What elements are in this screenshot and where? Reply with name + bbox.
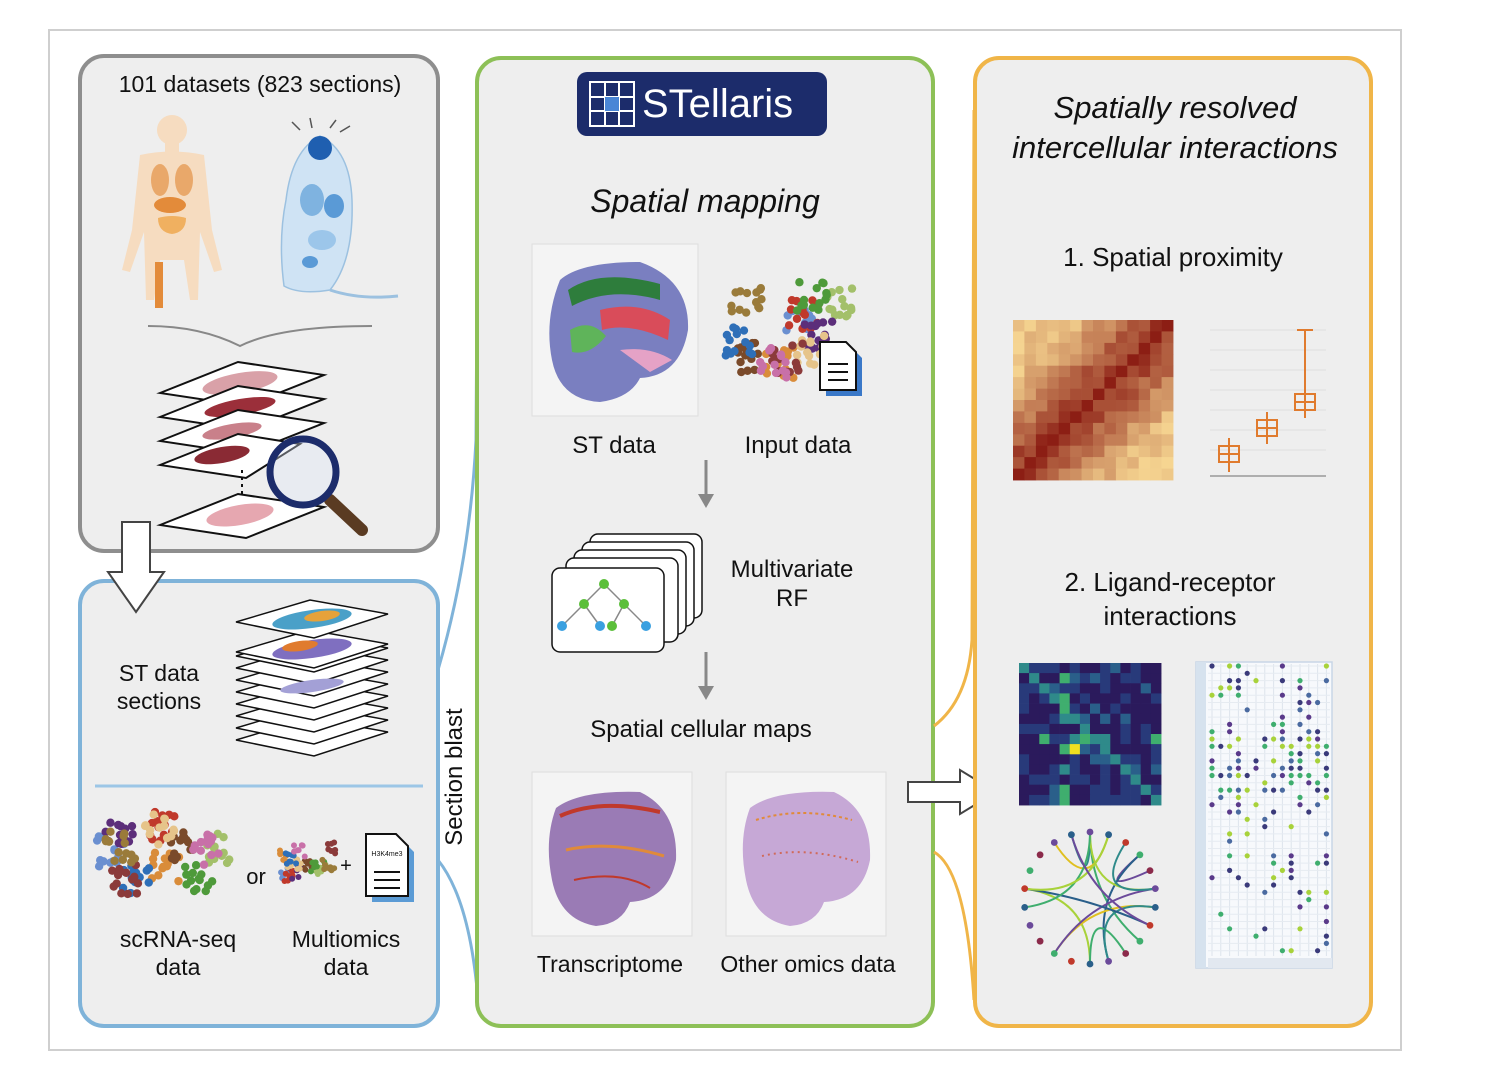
or-label: or	[246, 864, 266, 889]
ligand-receptor-dotplot	[1195, 661, 1333, 969]
st-sections-line2: sections	[116, 687, 202, 714]
section-blast-label: Section blast	[441, 708, 468, 846]
ligand-receptor-line2: interactions	[1103, 600, 1237, 631]
multiomics-line2: data	[323, 953, 369, 980]
rf-label: Multivariate RF	[714, 556, 870, 614]
proximity-heatmap	[1013, 320, 1174, 481]
multiomics-label: Multiomics data	[268, 926, 424, 981]
other-omics-label: Other omics data	[720, 951, 896, 977]
spatial-proximity-label: 1. Spatial proximity	[1063, 242, 1283, 272]
random-forest-icon	[551, 533, 703, 653]
connector-right-upper	[933, 109, 976, 728]
connector-right-lower	[933, 850, 976, 1001]
ligand-receptor-heatmap	[1019, 663, 1162, 806]
spatial-mapping-title: Spatial mapping	[590, 183, 820, 219]
ligand-receptor-line1: 2. Ligand-receptor	[1064, 567, 1276, 597]
scrna-label: scRNA-seq data	[98, 926, 258, 981]
datasets-label: 101 datasets (823 sections)	[118, 71, 402, 97]
multiomics-cluster-icon	[276, 839, 339, 885]
logo-text: STellaris	[642, 82, 794, 126]
st-sections-stack	[235, 599, 389, 757]
datasets-panel	[78, 54, 440, 553]
transcriptome-map-image	[531, 771, 693, 937]
input-data-label: Input data	[744, 432, 852, 459]
st-data-label: ST data	[572, 432, 656, 459]
rf-line2: RF	[776, 584, 808, 612]
multiomics-line1: Multiomics	[291, 926, 401, 952]
st-data-image	[531, 243, 699, 417]
plus-label: +	[340, 855, 352, 877]
input-cluster-icon	[721, 278, 857, 382]
mouse-body-icon	[280, 117, 399, 299]
merge-bracket	[147, 325, 373, 348]
input-document-icon	[819, 341, 862, 396]
scrna-line1: scRNA-seq	[119, 926, 237, 952]
human-body-icon	[122, 115, 222, 308]
interactions-title: Spatially resolved intercellular interac…	[980, 88, 1370, 169]
transcriptome-label: Transcriptome	[536, 951, 684, 977]
tissue-sections-stack	[156, 360, 328, 540]
st-sections-line1: ST data	[118, 660, 200, 686]
scrna-cluster-icon	[92, 807, 234, 899]
interactions-title-line1: Spatially resolved	[1053, 90, 1297, 125]
magnifier-icon	[266, 435, 368, 536]
rf-line1: Multivariate	[730, 556, 854, 583]
chord-diagram	[1021, 828, 1159, 968]
mapping-arrow-2	[698, 652, 714, 700]
mapping-arrow-1	[698, 460, 714, 508]
st-sections-label: ST data sections	[104, 660, 214, 715]
ligand-receptor-label: 2. Ligand-receptor interactions	[1000, 566, 1340, 634]
other-omics-map-image	[725, 771, 887, 937]
proximity-boxplot	[1210, 329, 1326, 477]
scrna-line2: data	[155, 953, 201, 980]
doc-tag-label: H3K4me3	[371, 851, 403, 858]
connector-upper	[436, 149, 480, 671]
interactions-title-line2: intercellular interactions	[1012, 130, 1338, 166]
stellaris-logo-icon	[589, 81, 635, 127]
down-arrow-icon	[106, 521, 166, 614]
stellaris-logo-box	[577, 72, 827, 136]
spatial-maps-label: Spatial cellular maps	[590, 716, 812, 743]
multiomics-document-icon	[365, 833, 414, 902]
